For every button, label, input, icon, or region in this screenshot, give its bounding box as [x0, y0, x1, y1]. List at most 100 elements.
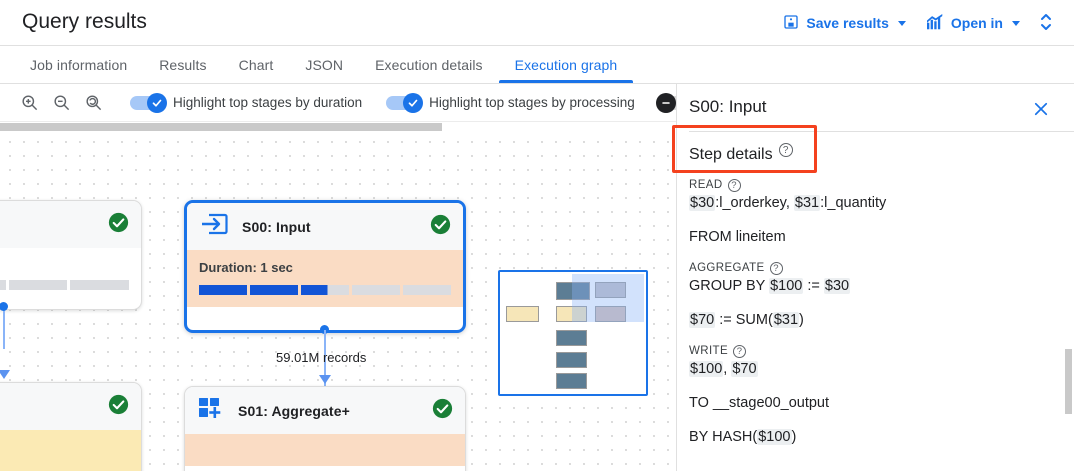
tab-bar: Job information Results Chart JSON Execu…	[0, 46, 1074, 84]
toggle-knob-minus-icon	[655, 92, 676, 113]
zoom-reset-icon[interactable]	[80, 90, 106, 116]
minimap-node	[556, 352, 587, 368]
step-details-heading: Step details ?	[689, 143, 1054, 164]
check-circle-icon	[432, 398, 453, 424]
tab-chart[interactable]: Chart	[238, 56, 274, 73]
toggle-switch-duration[interactable]	[130, 92, 167, 113]
toggle-highlight-processing[interactable]: Highlight top stages by processing	[374, 92, 647, 113]
field-value-from: FROM lineitem	[689, 229, 786, 246]
help-circle-icon[interactable]: ?	[733, 345, 747, 359]
close-icon[interactable]	[1028, 96, 1054, 125]
field-value-groupby: GROUP BY $100 := $30	[689, 278, 851, 295]
segment	[403, 285, 451, 295]
tab-execution-graph[interactable]: Execution graph	[498, 46, 634, 83]
toggle-highlight-duration[interactable]: Highlight top stages by duration	[118, 92, 374, 113]
field-label-read: READ ?	[689, 178, 1054, 192]
segment	[301, 285, 349, 295]
field-value-to: TO __stage00_output	[689, 395, 830, 412]
open-in-label: Open in	[950, 15, 1003, 31]
node-title-s01: S01: Aggregate+	[238, 402, 350, 419]
duration-segment-bar	[0, 280, 129, 290]
save-results-label: Save results	[806, 15, 889, 31]
check-circle-icon	[430, 214, 451, 240]
header-actions: Save results Open in	[773, 0, 1066, 46]
graph-node-partial-top-left[interactable]	[0, 200, 142, 310]
save-results-button[interactable]: Save results	[773, 8, 916, 39]
node-duration-s00: Duration: 1 sec	[199, 260, 293, 275]
edge-arrowhead-icon	[0, 370, 10, 379]
node-title-s00: S00: Input	[242, 218, 311, 235]
node-body	[0, 430, 141, 471]
check-circle-icon	[108, 212, 129, 238]
label-text: READ	[689, 178, 723, 191]
panel-title: S00: Input	[689, 97, 767, 116]
segment	[352, 285, 400, 295]
minimap-node	[595, 306, 626, 322]
graph-minimap[interactable]	[498, 270, 648, 396]
toggle-knob-icon	[403, 92, 424, 113]
field-label-write: WRITE ?	[689, 344, 1054, 359]
edge-arrowhead-icon	[318, 375, 331, 384]
segment	[0, 280, 6, 290]
field-value-write: $100, $70	[689, 361, 758, 378]
node-body-s01	[185, 434, 465, 466]
graph-toolbar: Highlight top stages by duration Highlig…	[0, 84, 693, 122]
check-circle-icon	[108, 394, 129, 420]
tab-execution-details[interactable]: Execution details	[375, 56, 483, 73]
chevron-down-icon	[1012, 20, 1020, 26]
help-circle-icon[interactable]: ?	[778, 143, 793, 157]
zoom-out-icon[interactable]	[48, 90, 74, 116]
minimap-node	[556, 282, 590, 300]
node-header	[0, 383, 141, 430]
toggle-label-duration: Highlight top stages by duration	[173, 95, 363, 110]
segment	[70, 280, 129, 290]
node-header	[0, 201, 141, 248]
node-header-s01: S01: Aggregate+	[185, 387, 465, 434]
expand-collapse-button[interactable]	[1030, 6, 1062, 41]
panel-body: Step details ? READ ? $30:l_orderkey, $3…	[677, 132, 1074, 471]
open-in-button[interactable]: Open in	[916, 8, 1030, 39]
step-details-label: Step details	[689, 146, 773, 163]
graph-node-s01[interactable]: S01: Aggregate+	[184, 386, 466, 471]
segment	[199, 285, 247, 295]
label-text: WRITE	[689, 344, 729, 357]
toggle-switch-processing[interactable]	[386, 92, 424, 113]
label-text: AGGREGATE	[689, 261, 765, 274]
minimap-node	[556, 306, 587, 322]
minimap-node	[556, 373, 587, 389]
minimap-node	[595, 282, 626, 298]
chevron-down-icon	[897, 20, 906, 26]
minimap-node	[506, 306, 539, 322]
node-body	[0, 248, 141, 302]
field-value-byhash: BY HASH($100)	[689, 429, 797, 446]
segment	[250, 285, 298, 295]
tab-results[interactable]: Results	[159, 56, 207, 73]
minimap-viewport[interactable]	[572, 274, 644, 322]
aggregate-squares-icon	[197, 395, 225, 426]
minimap-node	[556, 330, 587, 346]
field-value-sum: $70 := SUM($31)	[689, 312, 804, 329]
panel-vertical-scrollbar[interactable]	[1065, 349, 1072, 414]
graph-node-s00[interactable]: S00: Input Duration: 1 sec	[184, 200, 466, 333]
chart-bar-icon	[926, 13, 944, 33]
toggle-label-processing: Highlight top stages by processing	[429, 95, 635, 110]
page-title: Query results	[22, 10, 147, 33]
step-details-panel: S00: Input Step details ? READ ? $30:l_o…	[676, 84, 1074, 471]
zoom-in-icon[interactable]	[16, 90, 42, 116]
edge-line	[323, 330, 326, 387]
field-value-read: $30:l_orderkey, $31:l_quantity	[689, 195, 887, 211]
tab-job-information[interactable]: Job information	[30, 56, 128, 73]
scrollbar-thumb[interactable]	[0, 123, 442, 131]
graph-horizontal-scrollbar[interactable]	[0, 122, 676, 132]
help-circle-icon[interactable]: ?	[769, 262, 783, 276]
zoom-controls	[0, 90, 118, 116]
graph-node-partial-bottom-left[interactable]	[0, 382, 142, 471]
execution-graph-canvas[interactable]: S00: Input Duration: 1 sec 59.01M recor	[0, 122, 676, 471]
edge-start-dot	[0, 302, 8, 311]
toggle-knob-icon	[147, 92, 167, 113]
tab-json[interactable]: JSON	[305, 56, 344, 73]
help-circle-icon[interactable]: ?	[727, 179, 741, 192]
edge-label-records: 59.01M records	[276, 350, 367, 365]
node-header-s00: S00: Input	[187, 203, 463, 250]
segment	[8, 280, 68, 290]
